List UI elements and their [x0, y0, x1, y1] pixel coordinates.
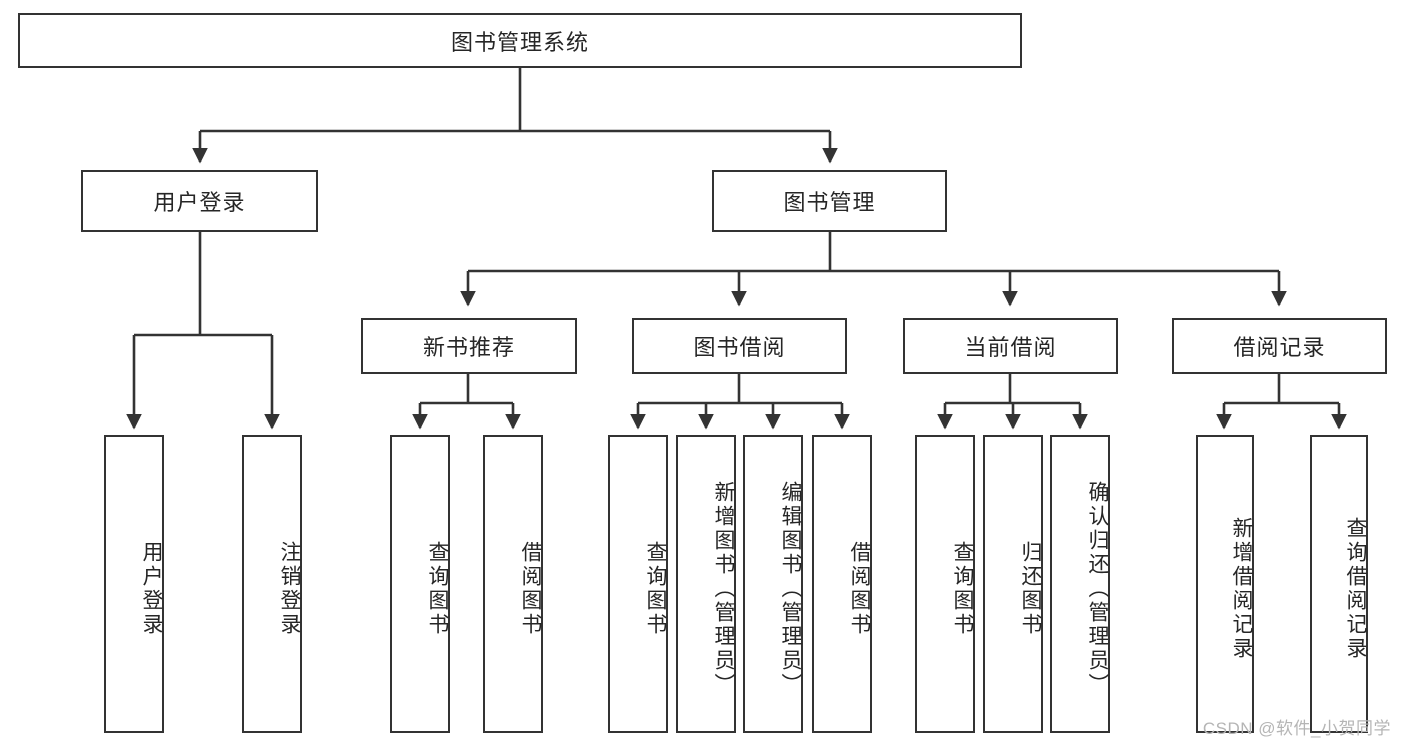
- leaf-borrow-book-recommend[interactable]: 借阅图书: [483, 435, 543, 733]
- node-label: 注销登录: [278, 541, 301, 637]
- node-label: 查询图书: [426, 541, 449, 637]
- node-label: 用户登录: [140, 541, 163, 637]
- node-label: 图书借阅: [693, 335, 786, 360]
- leaf-query-book-borrow[interactable]: 查询图书: [608, 435, 668, 733]
- node-label: 当前借阅: [964, 335, 1057, 360]
- leaf-return-book[interactable]: 归还图书: [983, 435, 1043, 733]
- node-user-login[interactable]: 用户登录: [81, 170, 318, 232]
- leaf-add-borrow-record[interactable]: 新增借阅记录: [1196, 435, 1254, 733]
- leaf-add-book-admin[interactable]: 新增图书（管理员）: [676, 435, 736, 733]
- leaf-logout[interactable]: 注销登录: [242, 435, 302, 733]
- node-label: 图书管理系统: [450, 29, 589, 55]
- node-label: 查询图书: [951, 541, 974, 637]
- node-borrow-record[interactable]: 借阅记录: [1172, 318, 1387, 374]
- node-label: 借阅记录: [1233, 335, 1326, 360]
- node-book-borrow[interactable]: 图书借阅: [632, 318, 847, 374]
- node-label: 借阅图书: [519, 541, 542, 637]
- node-label: 借阅图书: [848, 541, 871, 637]
- node-label: 用户登录: [153, 190, 246, 215]
- csdn-watermark: CSDN @软件_小贺同学: [1202, 719, 1391, 738]
- node-label: 归还图书: [1019, 541, 1042, 637]
- node-label: 新书推荐: [422, 335, 515, 360]
- node-label: 确认归还（管理员）: [1086, 481, 1109, 697]
- node-new-book-recommend[interactable]: 新书推荐: [361, 318, 577, 374]
- node-current-borrow[interactable]: 当前借阅: [903, 318, 1118, 374]
- node-root-book-management-system[interactable]: 图书管理系统: [18, 13, 1022, 68]
- leaf-query-book-current[interactable]: 查询图书: [915, 435, 975, 733]
- node-label: 新增借阅记录: [1230, 517, 1253, 661]
- node-book-management[interactable]: 图书管理: [712, 170, 947, 232]
- node-label: 新增图书（管理员）: [712, 481, 735, 697]
- leaf-edit-book-admin[interactable]: 编辑图书（管理员）: [743, 435, 803, 733]
- node-label: 查询图书: [644, 541, 667, 637]
- leaf-query-book-recommend[interactable]: 查询图书: [390, 435, 450, 733]
- leaf-confirm-return-admin[interactable]: 确认归还（管理员）: [1050, 435, 1110, 733]
- leaf-borrow-book[interactable]: 借阅图书: [812, 435, 872, 733]
- leaf-user-login[interactable]: 用户登录: [104, 435, 164, 733]
- node-label: 查询借阅记录: [1344, 517, 1367, 661]
- leaf-query-borrow-record[interactable]: 查询借阅记录: [1310, 435, 1368, 733]
- node-label: 编辑图书（管理员）: [779, 481, 802, 697]
- node-label: 图书管理: [783, 190, 876, 215]
